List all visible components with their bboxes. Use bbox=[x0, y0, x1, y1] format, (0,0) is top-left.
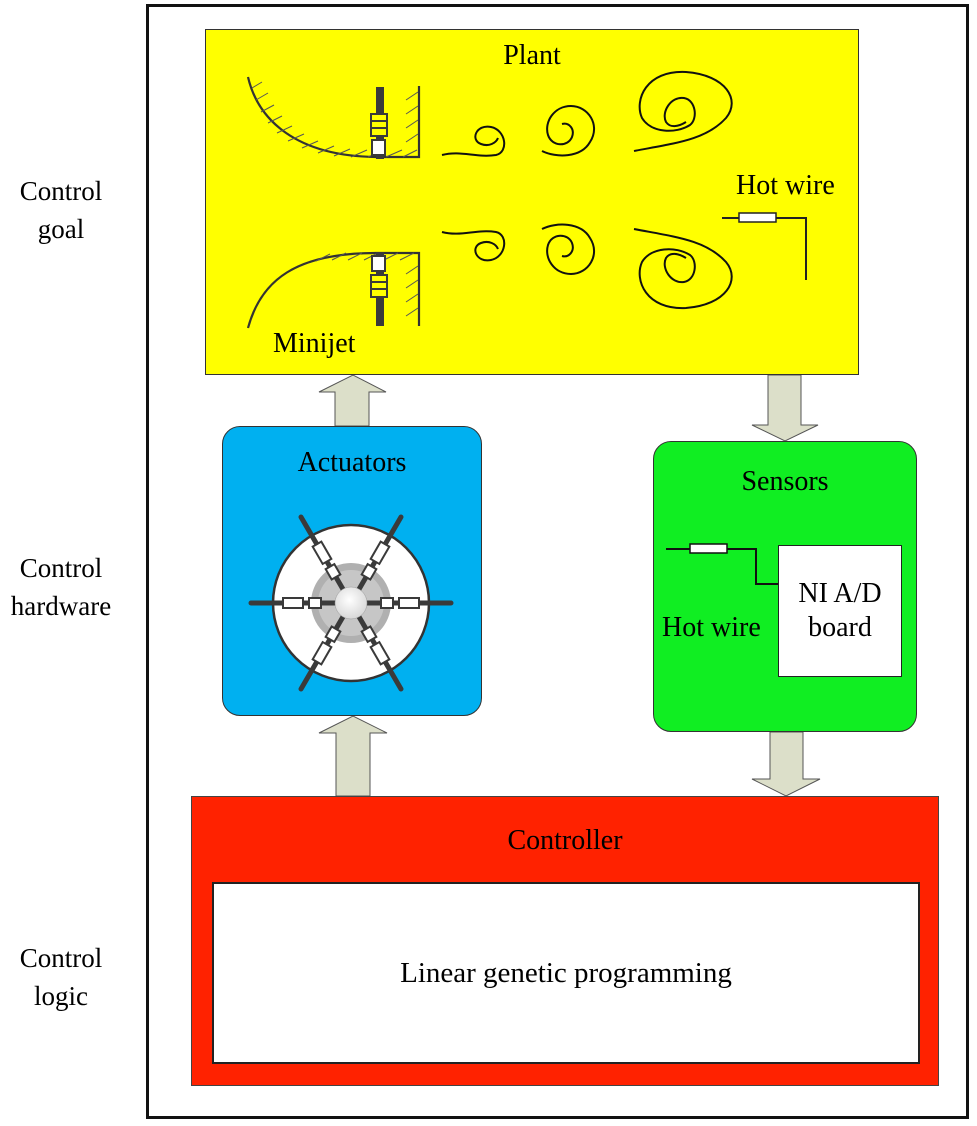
minijet-top-icon bbox=[370, 87, 388, 159]
sensor-hot-wire-probe-icon bbox=[666, 543, 778, 585]
minijet-label: Minijet bbox=[273, 328, 356, 359]
sensors-hot-wire-label: Hot wire bbox=[662, 612, 761, 643]
ni-board-label-line1: NI A/D bbox=[798, 578, 882, 609]
plant-hot-wire-label: Hot wire bbox=[736, 170, 835, 201]
linear-genetic-programming-box: Linear genetic programming bbox=[212, 882, 920, 1064]
minijet-bottom-icon bbox=[370, 252, 388, 326]
plant-illustration bbox=[246, 70, 807, 329]
actuators-box: Actuators bbox=[222, 426, 482, 716]
ni-ad-board: NI A/D board bbox=[778, 545, 902, 677]
arrow-sensors-to-controller bbox=[751, 731, 821, 797]
side-label-control-logic: Control logic bbox=[0, 939, 122, 1015]
sensors-box: Sensors Hot wire NI A/D board bbox=[653, 441, 917, 732]
ni-board-label-line2: board bbox=[808, 612, 872, 643]
side-label-control-goal: Control goal bbox=[0, 172, 122, 248]
arrow-actuators-to-plant bbox=[318, 374, 387, 427]
plant-box: Plant bbox=[205, 29, 859, 375]
arrow-plant-to-sensors bbox=[751, 374, 819, 442]
side-label-control-hardware: Control hardware bbox=[0, 549, 122, 625]
nozzle-bottom-wall bbox=[246, 251, 421, 329]
side-label-line: Control bbox=[19, 943, 103, 973]
side-label-line: Control bbox=[19, 176, 103, 206]
hatch-top bbox=[251, 81, 419, 158]
actuators-title: Actuators bbox=[297, 447, 407, 478]
controller-box: Controller Linear genetic programming bbox=[191, 796, 939, 1086]
actuator-ring-icon bbox=[248, 514, 454, 692]
side-label-line: goal bbox=[37, 214, 85, 244]
plant-hot-wire-probe-icon bbox=[722, 212, 807, 280]
plant-title: Plant bbox=[503, 40, 561, 71]
hatch-bottom bbox=[315, 252, 419, 317]
diagram-frame bbox=[146, 4, 969, 1119]
sensors-title: Sensors bbox=[741, 466, 829, 497]
side-label-line: hardware bbox=[10, 591, 112, 621]
arrow-controller-to-actuators bbox=[318, 715, 388, 797]
controller-title: Controller bbox=[507, 825, 623, 856]
actuator-minijets bbox=[282, 540, 420, 666]
side-label-line: Control bbox=[19, 553, 103, 583]
nozzle-top-wall bbox=[246, 76, 421, 159]
vortices-icon bbox=[441, 70, 733, 310]
lgp-label: Linear genetic programming bbox=[400, 956, 732, 989]
side-label-line: logic bbox=[34, 981, 88, 1011]
